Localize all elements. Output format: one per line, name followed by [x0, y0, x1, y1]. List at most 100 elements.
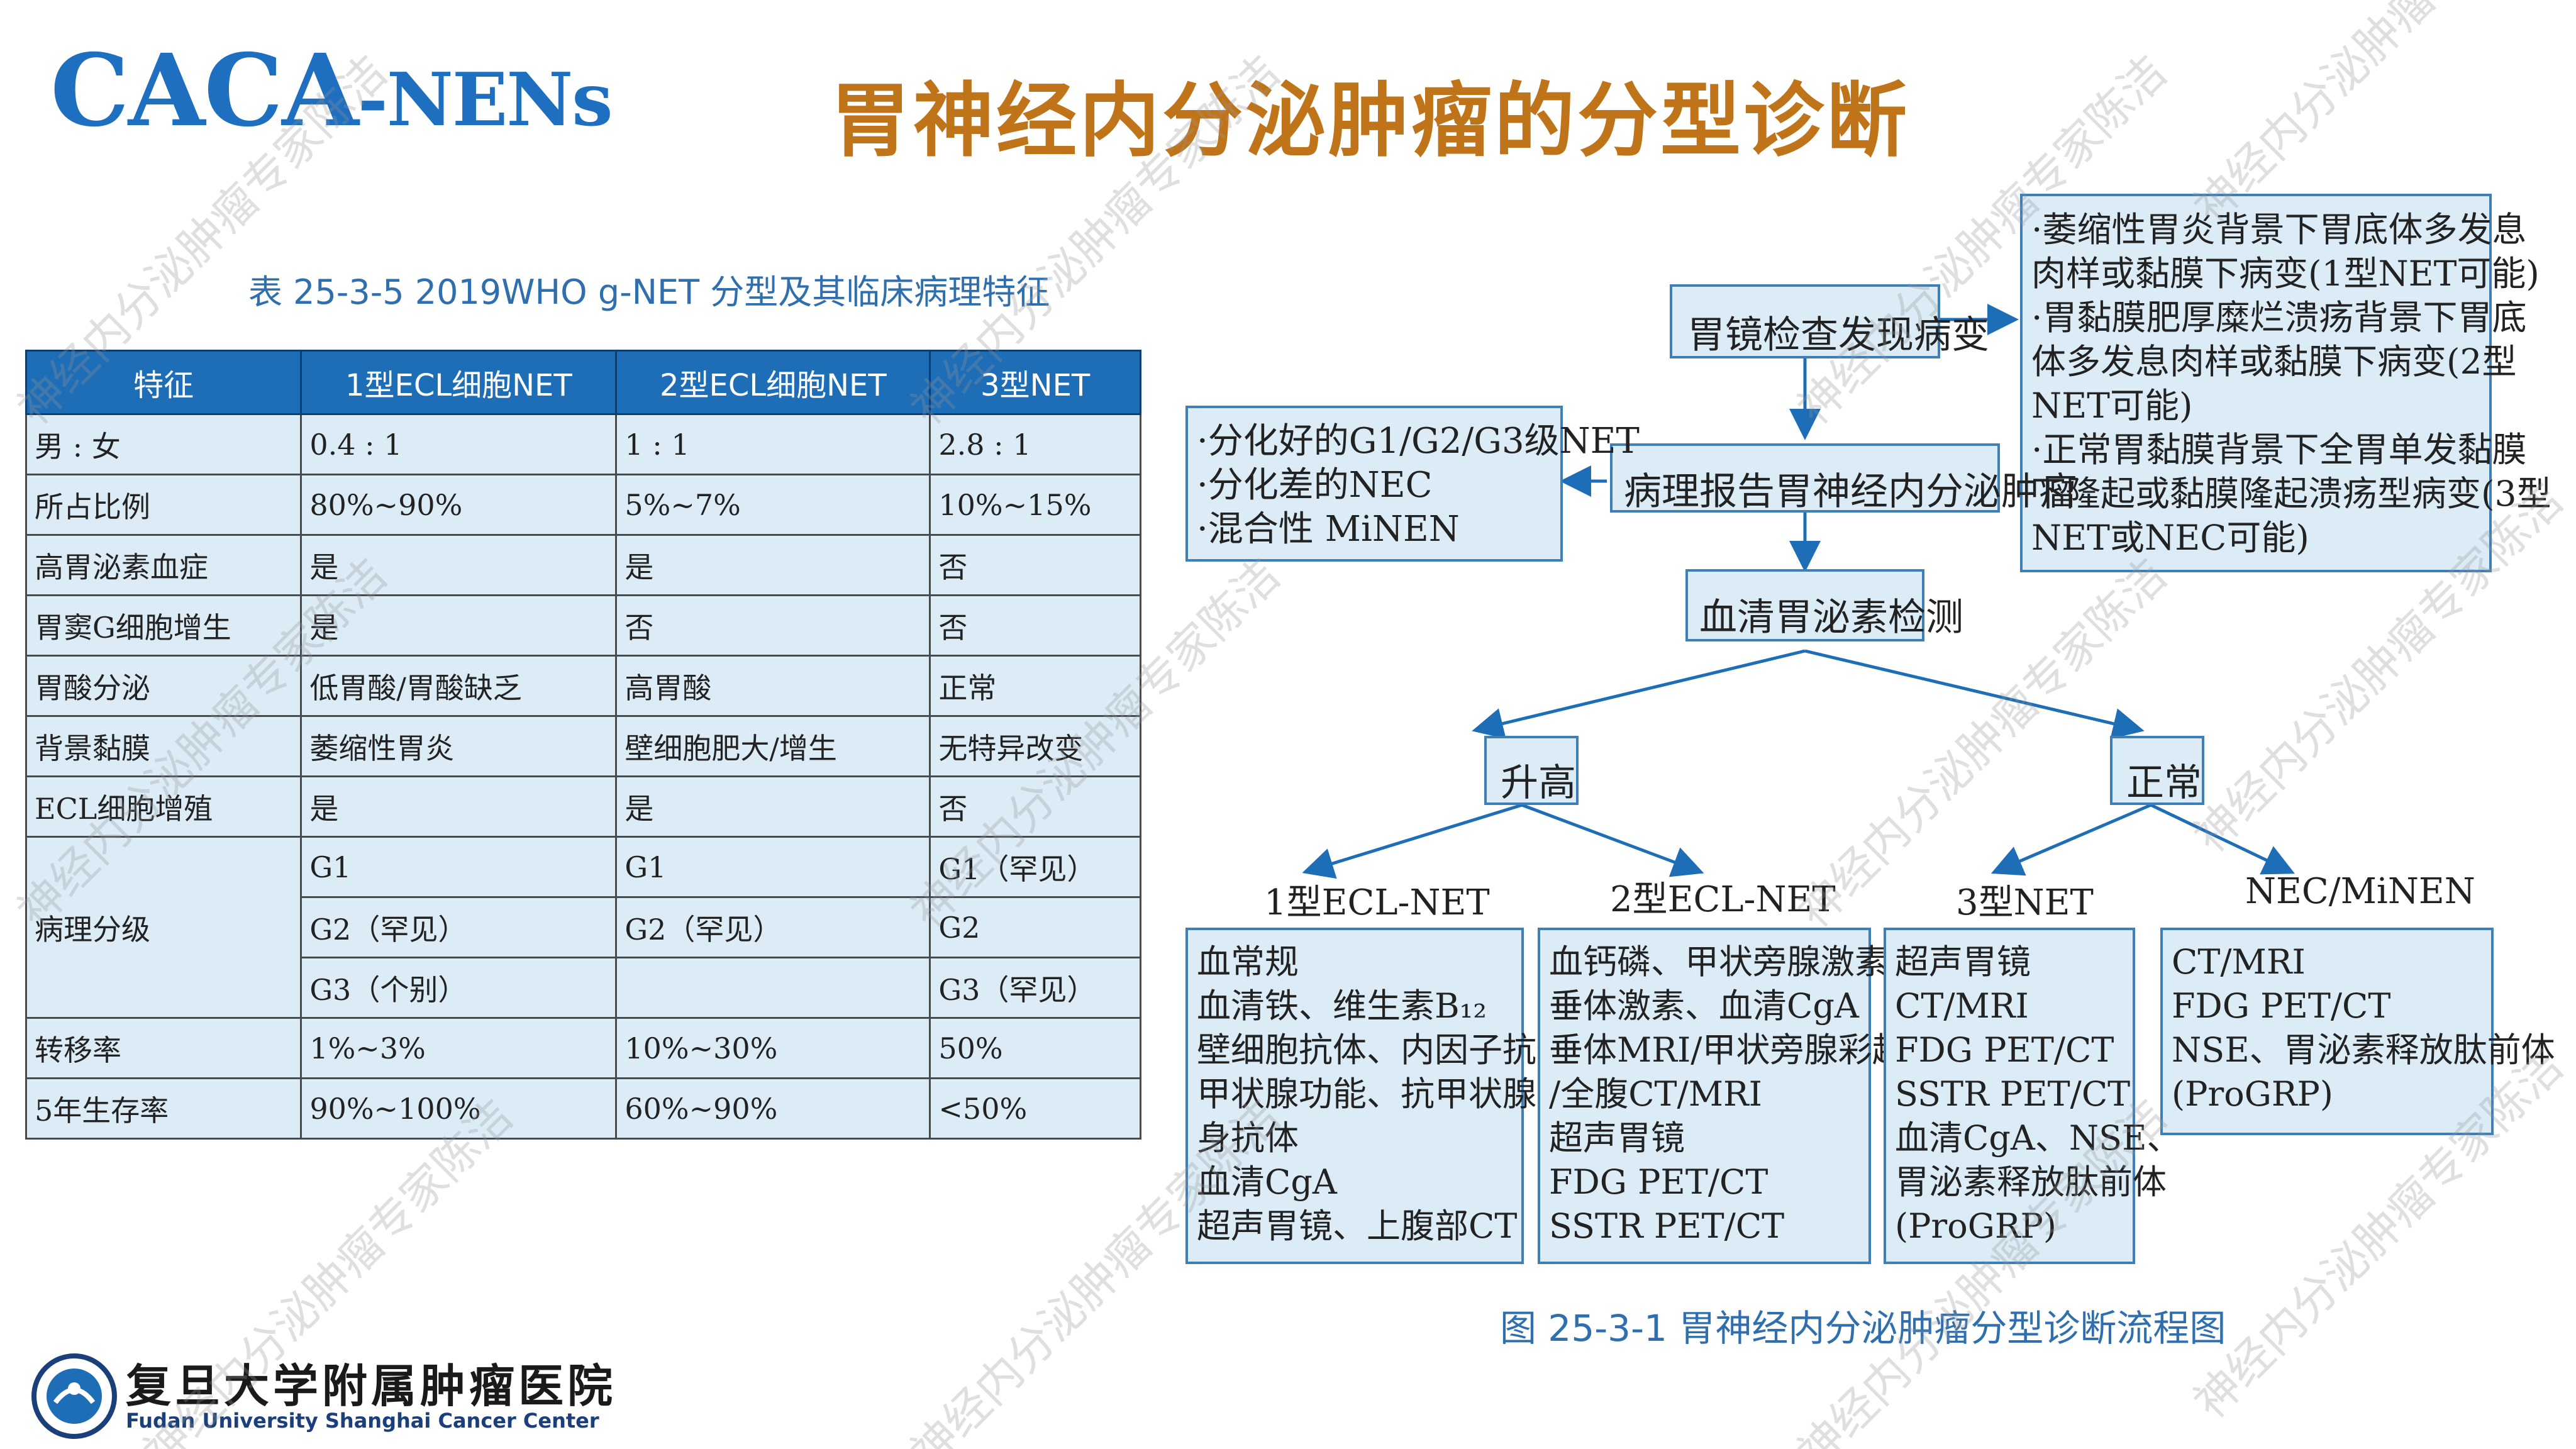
table-cell: G1（罕见）: [929, 836, 1141, 898]
leaf-box-line: 血钙磷、甲状旁腺激素: [1549, 942, 1889, 982]
pathology-label: 病理报告胃神经内分泌肿瘤: [1624, 470, 2077, 514]
leaf-box-line: NSE、胃泌素释放肽前体: [2172, 1030, 2555, 1070]
table-cell: 5%~7%: [615, 474, 931, 536]
header-feature: 特征: [25, 350, 303, 415]
table-cell: 50%: [929, 1017, 1141, 1079]
row-label: 背景黏膜: [25, 715, 303, 777]
left-box-line: ·混合性 MiNEN: [1197, 509, 1460, 550]
arrow-normal-to-type3: [1990, 803, 2151, 876]
table-cell: 正常: [929, 655, 1141, 717]
table-cell: 是: [615, 534, 931, 596]
row-label: 5年生存率: [25, 1077, 303, 1140]
right-box-line: ·正常胃黏膜背景下全胃单发黏膜: [2031, 430, 2527, 470]
leaf-box-line: CT/MRI: [1895, 986, 2029, 1026]
table-cell: G2（罕见）: [615, 896, 931, 958]
arrow-elevated-to-type2: [1521, 803, 1704, 877]
table-cell: 否: [929, 534, 1141, 596]
leaf-box-nec: CT/MRI FDG PET/CT NSE、胃泌素释放肽前体 (ProGRP): [2160, 928, 2555, 1135]
table-row: 胃窦G细胞增生是否否: [25, 594, 1141, 657]
table-cell: 80%~90%: [300, 474, 618, 536]
leaf-box-line: FDG PET/CT: [2172, 986, 2391, 1026]
leaf-box-line: CT/MRI: [2172, 942, 2306, 982]
table-row: 胃酸分泌低胃酸/胃酸缺乏高胃酸正常: [25, 655, 1141, 717]
row-label: 胃窦G细胞增生: [25, 594, 303, 657]
table-cell: 否: [929, 775, 1141, 838]
table-cell: 10%~30%: [615, 1017, 931, 1079]
normal-label: 正常: [2126, 761, 2202, 805]
right-box-line: NET或NEC可能): [2031, 518, 2309, 558]
table-cell: G3（罕见）: [929, 957, 1141, 1019]
table-cell: 高胃酸: [615, 655, 931, 717]
row-label: 所占比例: [25, 474, 303, 536]
right-suspicion-box: ·萎缩性胃炎背景下胃底体多发息 肉样或黏膜下病变(1型NET可能) ·胃黏膜肥厚…: [2020, 194, 2551, 572]
row-label-grade: 病理分级: [25, 836, 303, 1019]
arrow-serum-to-elevated: [1472, 649, 1806, 739]
row-label: ECL细胞增殖: [25, 775, 303, 838]
table-cell: 是: [615, 775, 931, 838]
serum-gastrin-box: 血清胃泌素检测: [1685, 569, 1963, 641]
row-label: 胃酸分泌: [25, 655, 303, 717]
figure-caption: 图 25-3-1 胃神经内分泌肿瘤分型诊断流程图: [1500, 1307, 2226, 1350]
right-box-line: 下隆起或黏膜隆起溃疡型病变(3型: [2031, 474, 2551, 514]
hospital-name-cn: 复旦大学附属肿瘤医院: [126, 1359, 617, 1413]
right-box-line: 体多发息肉样或黏膜下病变(2型: [2031, 341, 2517, 382]
leaf-box-line: 血清CgA、NSE、: [1895, 1118, 2181, 1158]
leaf-box-line: 血常规: [1197, 942, 1299, 982]
leaf-box-line: 血清铁、维生素B₁₂: [1197, 986, 1487, 1026]
elevated-label: 升高: [1501, 761, 1576, 805]
table-caption: 表 25-3-5 2019WHO g-NET 分型及其临床病理特征: [248, 272, 1050, 312]
leaf-box-line: 甲状腺功能、抗甲状腺自: [1197, 1074, 1570, 1114]
elevated-box: 升高: [1484, 736, 1579, 805]
page-title: 胃神经内分泌肿瘤的分型诊断: [830, 74, 1910, 168]
table-cell: 低胃酸/胃酸缺乏: [300, 655, 618, 717]
table-cell: 壁细胞肥大/增生: [615, 715, 931, 777]
table-cell: 是: [300, 594, 618, 657]
right-box-line: ·胃黏膜肥厚糜烂溃疡背景下胃底: [2031, 297, 2527, 338]
table-cell: 1%~3%: [300, 1017, 618, 1079]
table-header-row: 特征 1型ECL细胞NET 2型ECL细胞NET 3型NET: [25, 350, 1141, 415]
header-type1: 1型ECL细胞NET: [300, 350, 618, 415]
leaf-box-line: 垂体激素、血清CgA: [1549, 986, 1859, 1026]
leaf-box-line: 超声胃镜、上腹部CT: [1197, 1206, 1518, 1246]
leaf-box-line: 超声胃镜: [1895, 942, 2031, 982]
leaf-box-line: 身抗体: [1197, 1118, 1299, 1158]
hospital-seal-icon: [31, 1353, 117, 1439]
leaf-box-line: 壁细胞抗体、内因子抗体: [1197, 1030, 1570, 1070]
table-cell: 90%~100%: [300, 1077, 618, 1140]
leaf-label-type3: 3型NET: [1956, 882, 2094, 923]
table-cell: 1 : 1: [615, 413, 931, 475]
row-label: 高胃泌素血症: [25, 534, 303, 596]
table-cell: 否: [615, 594, 931, 657]
leaf-label-type2: 2型ECL-NET: [1610, 879, 1836, 920]
hospital-name-en: Fudan University Shanghai Cancer Center: [126, 1409, 599, 1433]
table-cell: 60%~90%: [615, 1077, 931, 1140]
leaf-box-type3: 超声胃镜 CT/MRI FDG PET/CT SSTR PET/CT 血清CgA…: [1884, 928, 2181, 1264]
table-row: ECL细胞增殖是是否: [25, 775, 1141, 838]
table-cell: 0.4 : 1: [300, 413, 618, 475]
arrow-serum-to-normal: [1804, 649, 2145, 740]
leaf-box-type2: 血钙磷、甲状旁腺激素 垂体激素、血清CgA 垂体MRI/甲状旁腺彩超 /全腹CT…: [1538, 928, 1906, 1264]
left-box-line: ·分化差的NEC: [1197, 465, 1433, 506]
serum-label: 血清胃泌素检测: [1699, 596, 1963, 640]
leaf-box-line: (ProGRP): [1895, 1206, 2057, 1246]
table-cell: G1: [300, 836, 618, 898]
table-row: G3（个别） G3（罕见）: [26, 957, 1141, 1019]
right-box-line: NET可能): [2031, 386, 2193, 426]
table-cell: [615, 957, 931, 1019]
left-box-line: ·分化好的G1/G2/G3级NET: [1197, 421, 1640, 462]
leaf-label-nec: NEC/MiNEN: [2245, 871, 2475, 912]
leaf-label-type1: 1型ECL-NET: [1264, 882, 1490, 923]
leaf-box-line: SSTR PET/CT: [1895, 1074, 2131, 1114]
table-cell: 无特异改变: [929, 715, 1141, 777]
brand-logo-text: CACA-NENs: [50, 33, 613, 149]
table-cell: 否: [929, 594, 1141, 657]
pathology-box: 病理报告胃神经内分泌肿瘤: [1610, 443, 2077, 514]
arrow-elevated-to-type1: [1302, 803, 1523, 879]
table-cell: G3（个别）: [300, 957, 618, 1019]
table-row: 高胃泌素血症是是否: [25, 534, 1141, 596]
left-differentiation-box: ·分化好的G1/G2/G3级NET ·分化差的NEC ·混合性 MiNEN: [1185, 406, 1640, 562]
